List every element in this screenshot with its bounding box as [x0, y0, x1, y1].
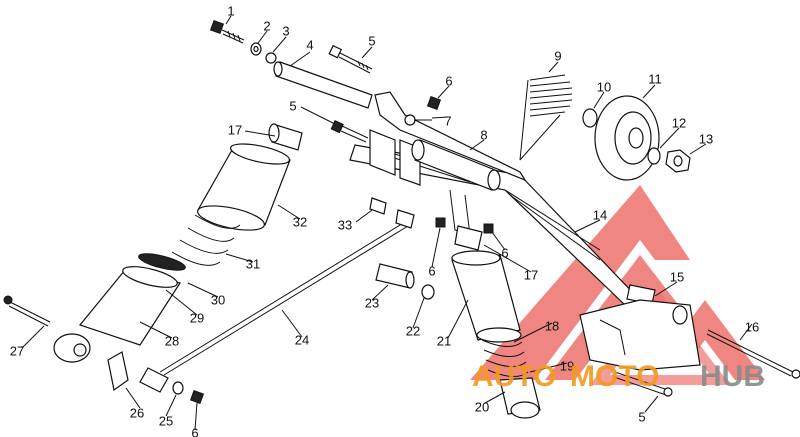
- bolt-16: [706, 329, 800, 379]
- callout-c28: 28: [165, 333, 179, 348]
- callout-c23: 23: [365, 295, 379, 310]
- callout-c5b: 5: [289, 98, 296, 113]
- shock-absorber-right: [451, 250, 541, 419]
- callout-c4: 4: [306, 37, 313, 52]
- bolt-5-bottom: [613, 371, 673, 397]
- washer-3: [265, 52, 277, 64]
- callout-c3: 3: [282, 23, 289, 38]
- bushing-17-right: [454, 225, 483, 251]
- callout-c25: 25: [159, 413, 173, 428]
- callout-c20: 20: [475, 399, 489, 414]
- washer-12: [647, 147, 661, 165]
- spacer-25-tube: [139, 367, 184, 395]
- callout-c6b: 6: [501, 245, 508, 260]
- callout-c6c: 6: [428, 263, 435, 278]
- callout-c27: 27: [10, 343, 24, 358]
- bolt-27: [3, 295, 51, 327]
- callout-c33: 33: [338, 217, 352, 232]
- callout-c9: 9: [554, 48, 561, 63]
- callout-c13: 13: [699, 131, 713, 146]
- bushing-17-top: [268, 123, 303, 151]
- bolt-1: [209, 19, 245, 44]
- callout-c5c: 5: [638, 409, 645, 424]
- callout-c16: 16: [745, 319, 759, 334]
- bolt-5-middle: [330, 120, 369, 143]
- washer-10: [582, 108, 598, 128]
- nut-6-right: [483, 223, 494, 234]
- tie-rod-24: [159, 221, 409, 376]
- torsion-spring-9: [519, 74, 573, 161]
- idler-wheel-11: [594, 95, 660, 181]
- spacer-23: [375, 263, 415, 289]
- callout-c11: 11: [648, 71, 662, 86]
- callout-c22: 22: [406, 323, 420, 338]
- callout-c6a: 6: [445, 73, 452, 88]
- shock-absorber-left: [53, 143, 291, 363]
- callout-c30: 30: [211, 292, 225, 307]
- callout-c24: 24: [295, 332, 309, 347]
- washer-22: [421, 284, 435, 300]
- callout-c15: 15: [670, 269, 684, 284]
- nut-13: [665, 149, 691, 173]
- callout-c8: 8: [480, 127, 487, 142]
- watermark-wordmark: AUTO MOTO HUB: [472, 360, 765, 393]
- rear-bracket: [579, 299, 701, 371]
- callout-c17a: 17: [228, 122, 242, 137]
- leader-lines: [21, 15, 753, 431]
- callout-c12: 12: [672, 115, 686, 130]
- callout-c14: 14: [593, 207, 607, 222]
- bushing-33: [369, 197, 415, 229]
- callout-c31: 31: [246, 256, 260, 271]
- watermark-brand-part3: HUB: [700, 360, 765, 393]
- watermark-brand-part2: MOTO: [570, 360, 659, 393]
- fastener-7: [404, 114, 432, 126]
- callout-c5a: 5: [368, 33, 375, 48]
- nut-6-bottom: [189, 389, 205, 405]
- bolt-5-top: [328, 44, 373, 74]
- callout-c1: 1: [227, 3, 234, 18]
- washer-2: [250, 42, 262, 56]
- callout-c17b: 17: [524, 267, 538, 282]
- callout-c6d: 6: [191, 425, 198, 437]
- callout-c19: 19: [560, 358, 574, 373]
- callout-c26: 26: [130, 405, 144, 420]
- callout-c29: 29: [190, 310, 204, 325]
- callout-c7: 7: [444, 113, 451, 128]
- watermark-brand-part1: AUTO: [472, 360, 556, 393]
- callout-c32: 32: [293, 214, 307, 229]
- nut-6-top: [426, 95, 442, 111]
- callout-c18: 18: [545, 318, 559, 333]
- bracket-26: [107, 351, 129, 392]
- shaft-4: [273, 61, 373, 109]
- callout-c10: 10: [597, 79, 611, 94]
- callout-c2: 2: [263, 18, 270, 33]
- callout-c21: 21: [437, 333, 451, 348]
- bushing-8: [411, 139, 501, 191]
- nut-6-middle: [435, 217, 446, 228]
